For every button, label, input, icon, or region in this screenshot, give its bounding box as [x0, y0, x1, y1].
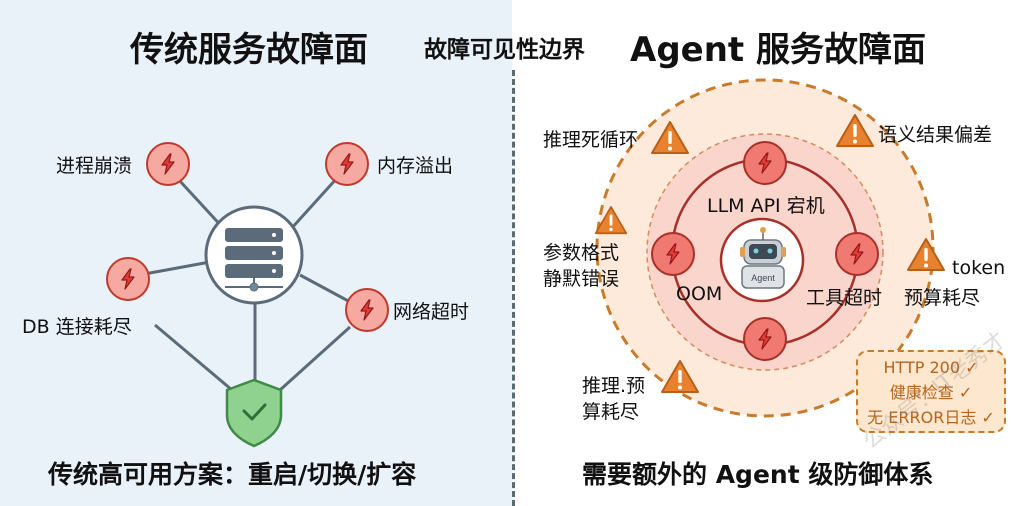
label-token-line2: 预算耗尽	[904, 287, 981, 309]
false-health-status-box: HTTP 200 ✓ 健康检查 ✓ 无 ERROR日志 ✓	[856, 350, 1006, 433]
failure-node-oom	[651, 232, 695, 276]
agent-footer: 需要额外的 Agent 级防御体系	[582, 460, 934, 489]
agent-chest-label: Agent	[751, 273, 775, 283]
label-reasoning-budget-line2: 算耗尽	[582, 401, 640, 423]
failure-node-bottom	[743, 317, 787, 361]
server-icon	[225, 228, 283, 292]
label-reasoning-budget-line1: 推理.预	[582, 375, 646, 397]
shield-check-icon	[225, 378, 283, 448]
label-param-format-line2: 静默错误	[543, 268, 620, 290]
status-no-error-log: 无 ERROR日志 ✓	[867, 408, 995, 427]
label-db-exhausted: DB 连接耗尽	[22, 316, 132, 338]
boundary-title: 故障可见性边界	[424, 37, 585, 63]
server-node	[204, 205, 304, 305]
label-memory-overflow: 内存溢出	[377, 155, 454, 177]
label-token-line1: token	[952, 257, 1006, 279]
failure-node-llm-api	[743, 141, 787, 185]
label-network-timeout: 网络超时	[393, 301, 470, 323]
failure-node-network-timeout	[345, 288, 389, 332]
agent-title: Agent 服务故障面	[630, 30, 927, 70]
visibility-boundary-divider	[512, 70, 515, 506]
label-oom: OOM	[676, 283, 723, 305]
label-llm-api-down: LLM API 宕机	[707, 195, 825, 217]
traditional-title: 传统服务故障面	[130, 30, 368, 70]
failure-node-db-exhausted	[106, 257, 150, 301]
label-param-format-line1: 参数格式	[543, 242, 620, 264]
status-http-200: HTTP 200 ✓	[883, 358, 979, 377]
label-reasoning-loop: 推理死循环	[543, 129, 639, 151]
failure-node-process-crash	[146, 142, 190, 186]
agent-core: Agent	[719, 217, 805, 303]
failure-node-memory-overflow	[325, 142, 369, 186]
status-health-check: 健康检查 ✓	[889, 383, 973, 402]
label-tool-timeout: 工具超时	[806, 287, 883, 309]
robot-icon: Agent	[740, 227, 786, 289]
failure-node-tool-timeout	[835, 232, 879, 276]
label-semantic-drift: 语义结果偏差	[878, 124, 993, 146]
traditional-footer: 传统高可用方案：重启/切换/扩容	[48, 460, 417, 489]
label-process-crash: 进程崩溃	[56, 155, 133, 177]
